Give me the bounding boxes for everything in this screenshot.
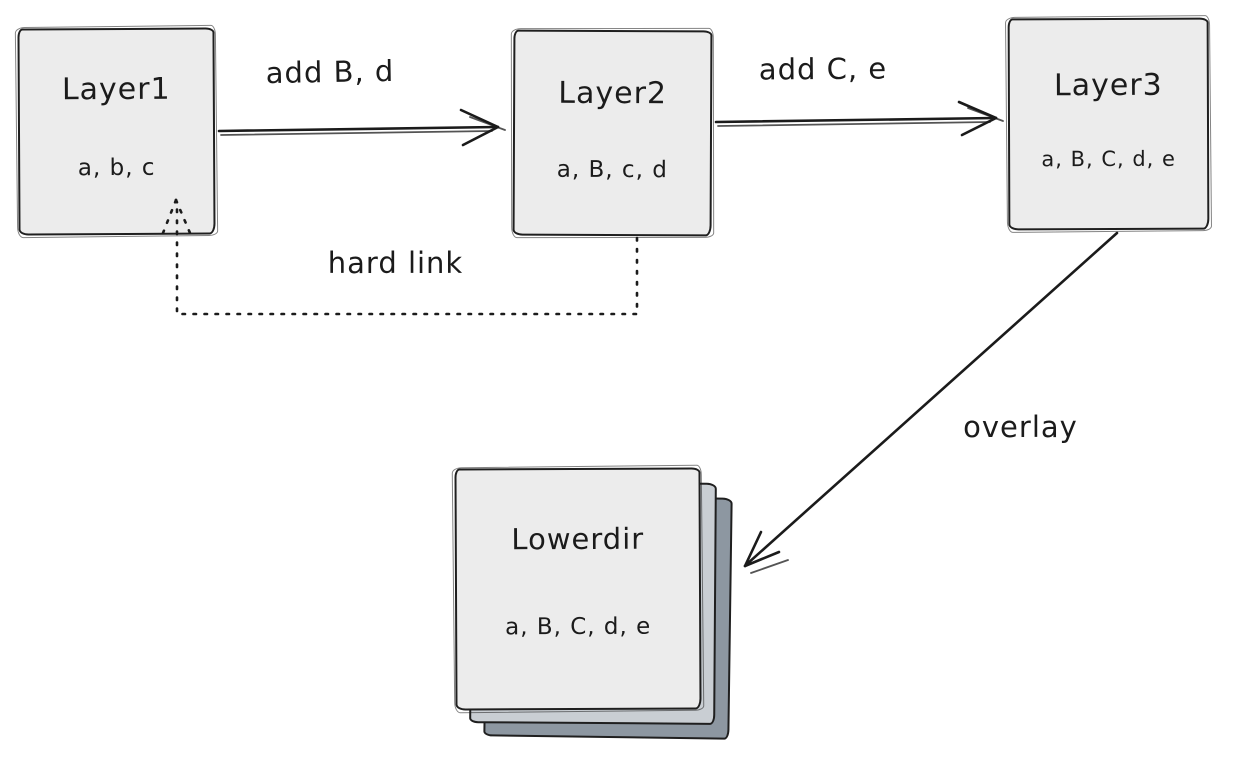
node-lowerdir: Lowerdir a, B, C, d, e — [454, 467, 702, 711]
node-layer2-files: a, B, c, d — [556, 156, 668, 184]
node-layer2-title: Layer2 — [558, 75, 668, 112]
node-layer1: Layer1 a, b, c — [17, 27, 216, 236]
edge-label-add-ce: add C, e — [758, 51, 888, 87]
node-layer3-files: a, B, C, d, e — [1041, 146, 1176, 172]
edge-add-bd-arrow — [217, 108, 506, 147]
node-layer1-files: a, b, c — [77, 154, 156, 182]
node-layer1-title: Layer1 — [61, 71, 171, 108]
edge-label-add-bd: add B, d — [265, 53, 395, 91]
node-layer2: Layer2 a, B, c, d — [512, 29, 713, 237]
node-layer3: Layer3 a, B, C, d, e — [1007, 17, 1210, 231]
node-layer3-title: Layer3 — [1053, 67, 1163, 104]
edge-label-overlay: overlay — [963, 410, 1078, 444]
edge-label-hard-link: hard link — [327, 246, 464, 280]
node-lowerdir-title: Lowerdir — [511, 521, 645, 557]
edge-add-ce-arrow — [714, 100, 1004, 137]
edge-overlay-arrow — [743, 231, 1119, 574]
node-lowerdir-files: a, B, C, d, e — [505, 613, 652, 641]
